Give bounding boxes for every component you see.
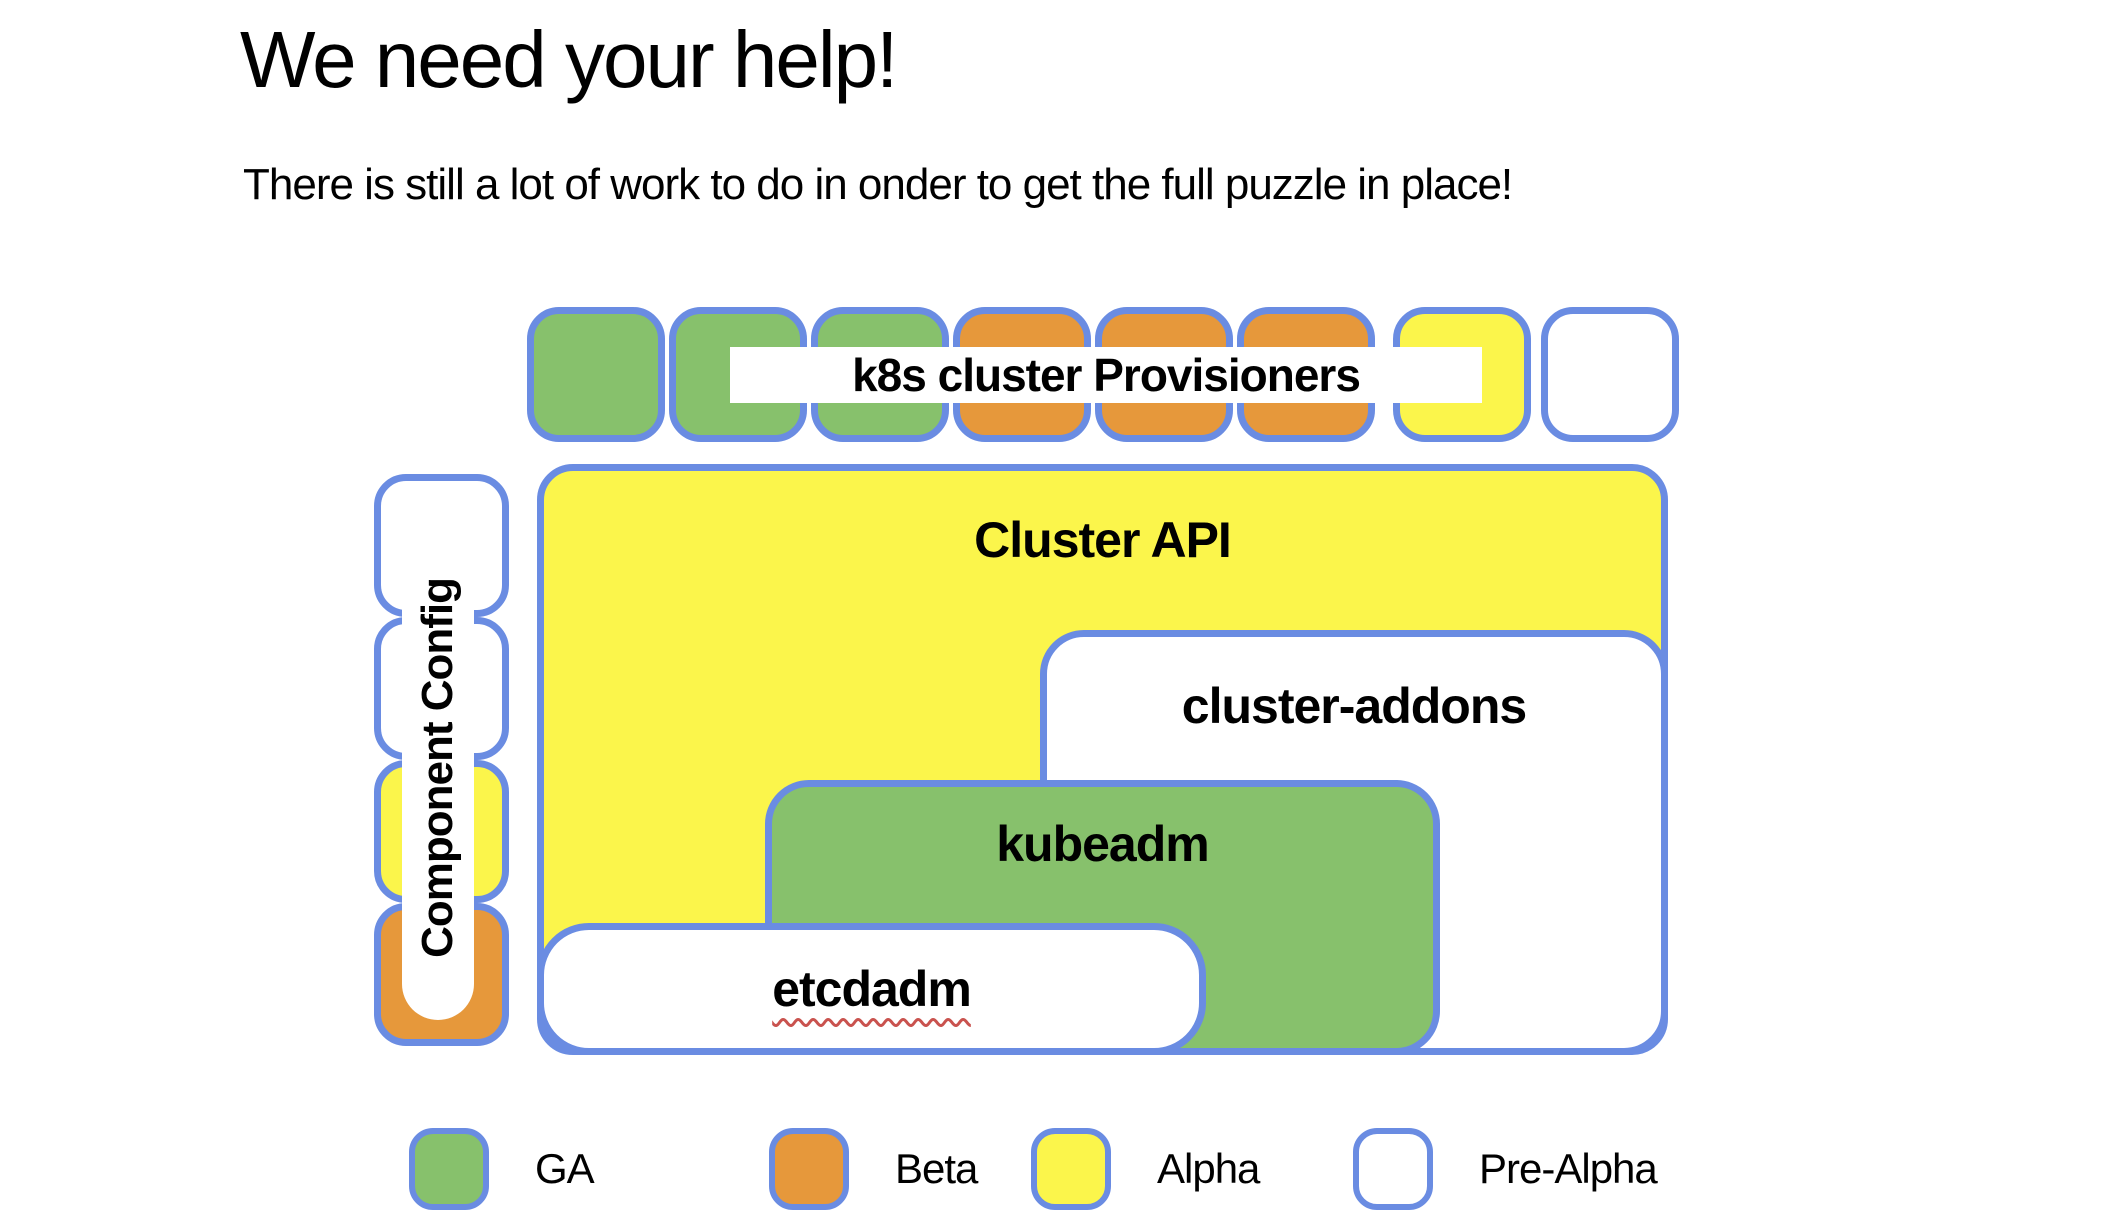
cluster-addons-label: cluster-addons <box>1181 678 1527 734</box>
component-config-label-bar: Component Config <box>402 515 474 1020</box>
legend-label: Alpha <box>1157 1145 1260 1192</box>
kubeadm-label: kubeadm <box>996 816 1210 872</box>
provisioners-label: k8s cluster Provisioners <box>852 349 1361 401</box>
legend-item: Alpha <box>1031 1128 1260 1210</box>
legend-swatch <box>1353 1128 1433 1210</box>
cluster-api-label: Cluster API <box>974 512 1232 568</box>
page-subtitle: There is still a lot of work to do in on… <box>243 160 1513 209</box>
provisioner-square-8 <box>1541 307 1679 442</box>
legend-swatch <box>1031 1128 1111 1210</box>
legend-label: GA <box>535 1145 595 1192</box>
provisioners-label-bar: k8s cluster Provisioners <box>730 347 1482 403</box>
etcdadm-box: etcdadm <box>537 923 1206 1055</box>
provisioner-square-1 <box>527 307 665 442</box>
page-title: We need your help! <box>240 15 898 104</box>
legend-label: Beta <box>895 1145 978 1192</box>
component-config-label: Component Config <box>413 577 462 958</box>
legend-item: Beta <box>769 1128 978 1210</box>
etcdadm-label: etcdadm <box>772 961 972 1017</box>
legend-label: Pre-Alpha <box>1479 1145 1658 1192</box>
legend-swatch <box>409 1128 489 1210</box>
legend-item: GA <box>409 1128 595 1210</box>
legend-item: Pre-Alpha <box>1353 1128 1658 1210</box>
legend-swatch <box>769 1128 849 1210</box>
